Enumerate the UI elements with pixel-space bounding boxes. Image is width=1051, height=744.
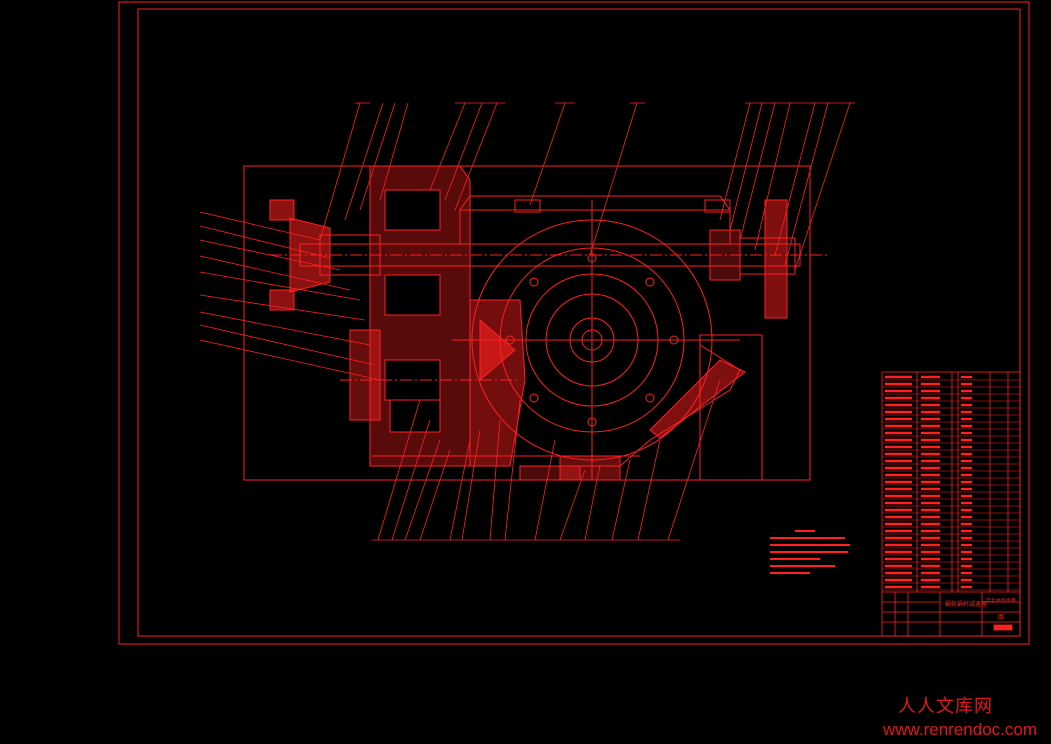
parts-list-fill	[885, 375, 972, 589]
right-flange	[709, 199, 796, 319]
top-leader-lines	[319, 102, 855, 271]
watermark-url[interactable]: www.renrendoc.com	[882, 720, 1037, 739]
parts-list-rows	[882, 379, 1020, 591]
parts-list-table	[881, 371, 1021, 637]
bottom-leader-lines	[372, 379, 721, 541]
watermark-site-name: 人人文库网	[898, 696, 993, 717]
drawing-name: 蜗轮蜗杆减速器	[945, 600, 987, 608]
side-view-frame	[699, 334, 763, 481]
sheet-mark: 图	[998, 614, 1004, 621]
worm-shaft	[270, 195, 830, 267]
left-bearing-housing	[340, 165, 520, 467]
organization-name: 华北水利水电	[986, 597, 1016, 604]
inner-border	[137, 8, 1021, 637]
left-flange	[269, 199, 381, 311]
gear-cross-section	[372, 299, 746, 481]
left-leader-lines	[199, 211, 381, 381]
technical-requirements	[770, 530, 850, 574]
view-frame	[243, 165, 811, 481]
outer-border	[118, 1, 1030, 645]
title-block	[882, 591, 1020, 636]
